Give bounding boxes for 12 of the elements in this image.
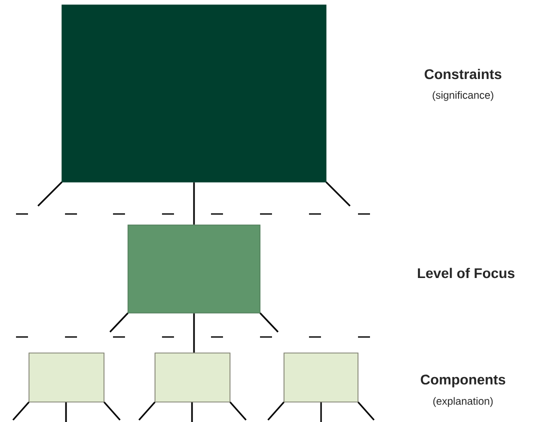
level-heading: Components: [420, 374, 506, 388]
level-heading: Level of Focus: [418, 268, 514, 278]
level-subtitle: (significance): [432, 91, 494, 101]
hierarchy-box: [284, 352, 358, 402]
hierarchy-box: [28, 352, 104, 402]
level-heading: Constraints: [424, 68, 502, 80]
hierarchy-box: [128, 224, 260, 314]
connector-line: [193, 313, 195, 353]
hierarchy-box: [62, 4, 326, 182]
level-subtitle: (explanation): [433, 397, 493, 407]
connector-line: [193, 182, 195, 225]
hierarchy-box: [154, 352, 230, 402]
